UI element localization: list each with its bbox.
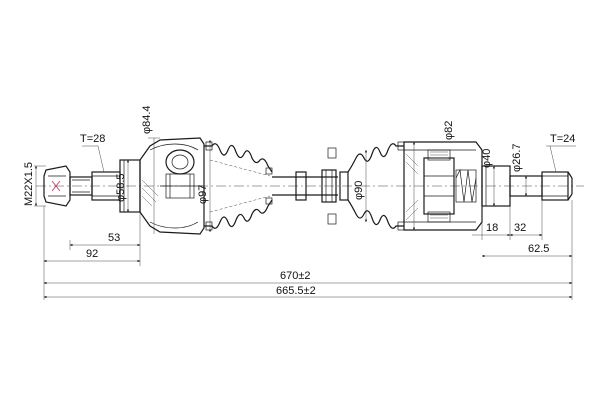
dim-dia-left-boot-top: φ84.4	[141, 105, 153, 134]
dim-spline-right: T=24	[550, 133, 575, 145]
dimension-labels: M22X1.5 T=28 φ58.5 φ84.4 φ97 53 92 φ90 φ…	[23, 105, 575, 297]
right-cv-joint	[403, 141, 483, 231]
dim-dia-left-shaft: φ58.5	[115, 173, 127, 202]
dim-dia-right-40: φ40	[481, 149, 493, 168]
dim-dia-left-joint: φ97	[197, 185, 209, 204]
dimension-lines	[34, 137, 576, 300]
dim-total-665-5: 665.5±2	[276, 285, 316, 297]
left-boot	[204, 141, 273, 231]
left-cv-joint	[139, 137, 205, 235]
dim-len-32: 32	[514, 222, 526, 234]
dim-len-92: 92	[86, 248, 98, 260]
dim-dia-right-joint: φ82	[443, 121, 455, 140]
dim-thread-left: M22X1.5	[23, 162, 35, 206]
dim-spline-left: T=28	[80, 133, 105, 145]
dim-len-53: 53	[108, 232, 120, 244]
dim-dia-right-26-7: φ26.7	[511, 143, 523, 172]
dim-len-18: 18	[486, 222, 498, 234]
dim-len-62-5: 62.5	[528, 243, 549, 255]
dim-total-670: 670±2	[280, 270, 311, 282]
dim-dia-mid-shaft: φ90	[353, 181, 365, 200]
main-shaft	[272, 169, 349, 203]
